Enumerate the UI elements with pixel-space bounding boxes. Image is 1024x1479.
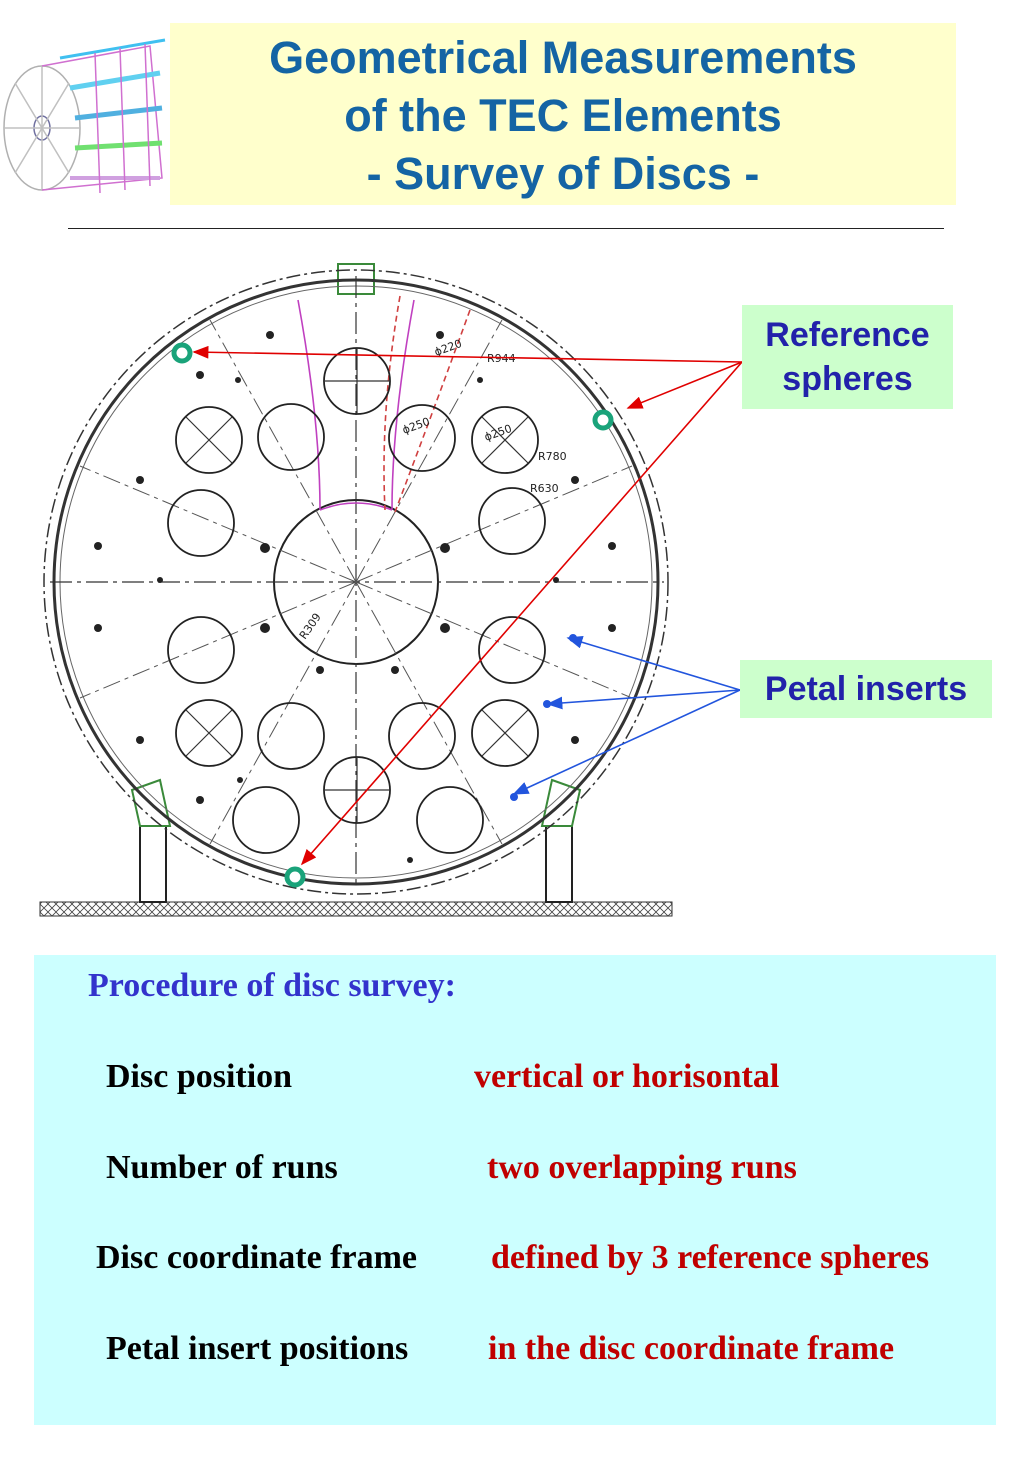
reference-spheres <box>171 342 614 888</box>
procedure-row-label: Petal insert positions <box>106 1330 409 1367</box>
reference-callout-line-2: spheres <box>782 360 913 398</box>
reference-sphere-1 <box>171 342 193 364</box>
bolt-holes <box>94 331 616 863</box>
title-divider <box>68 228 944 229</box>
petal-inserts-callout: Petal inserts <box>740 660 992 718</box>
reference-sphere-2 <box>592 409 614 431</box>
dim-label-r944: R944 <box>487 352 516 365</box>
support-left <box>139 825 167 903</box>
procedure-row-label: Disc coordinate frame <box>96 1239 418 1276</box>
procedure-row-value: two overlapping runs <box>487 1149 797 1186</box>
title-line-3: - Survey of Discs - <box>366 148 760 199</box>
dim-label-r780: R780 <box>538 450 567 463</box>
procedure-row-value: vertical or horisontal <box>474 1058 780 1095</box>
base-plate <box>39 901 673 917</box>
dim-label-phi250-a: ϕ250 <box>401 415 432 437</box>
disc-drawing: ϕ220 R944 ϕ250 ϕ250 R780 R630 R309 <box>39 263 743 917</box>
procedure-panel: Procedure of disc survey: Disc position … <box>34 955 996 1425</box>
procedure-row-label: Disc position <box>106 1058 293 1095</box>
procedure-row-value: in the disc coordinate frame <box>488 1330 895 1367</box>
reference-sphere-3 <box>284 866 306 888</box>
title-line-1: Geometrical Measurements <box>269 32 857 83</box>
reference-spheres-callout: Reference spheres <box>742 305 953 409</box>
title-line-2: of the TEC Elements <box>344 90 782 141</box>
procedure-title: Procedure of disc survey: <box>88 967 456 1004</box>
procedure-row-value: defined by 3 reference spheres <box>491 1239 930 1276</box>
dim-label-phi220: ϕ220 <box>433 337 464 359</box>
reference-callout-line-1: Reference <box>765 316 930 354</box>
title-banner: Geometrical Measurements of the TEC Elem… <box>170 23 956 205</box>
procedure-row-label: Number of runs <box>106 1149 338 1186</box>
tec-logo-image <box>3 38 166 194</box>
petal-callout-label: Petal inserts <box>764 670 968 708</box>
support-right <box>545 825 573 903</box>
dim-label-r630: R630 <box>530 482 559 495</box>
dim-label-phi250-b: ϕ250 <box>483 422 514 444</box>
